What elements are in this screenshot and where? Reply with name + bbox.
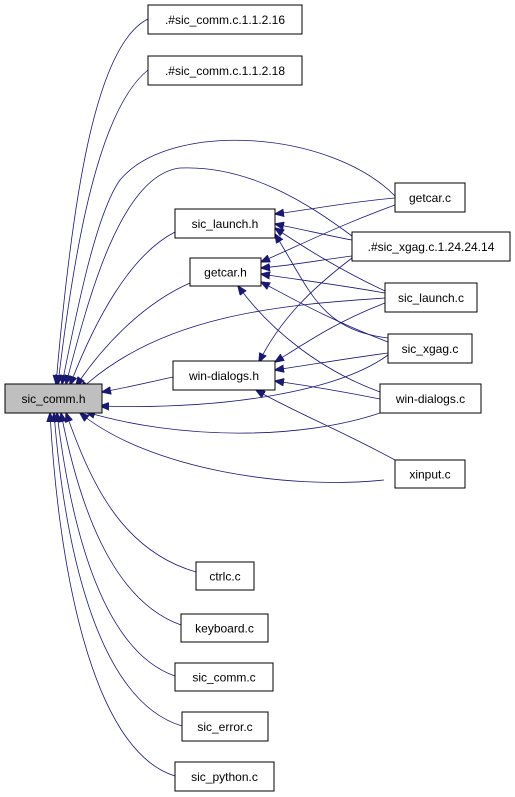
node-sic-comm-c-1-1-2-18[interactable]: .#sic_comm.c.1.1.2.18 bbox=[147, 55, 303, 86]
node-label: sic_python.c bbox=[191, 770, 258, 784]
node-label: .#sic_comm.c.1.1.2.16 bbox=[165, 13, 285, 27]
edge-sic-launch-c-to-sic-launch-h bbox=[275, 228, 386, 292]
node-sic-launch-h[interactable]: sic_launch.h bbox=[174, 208, 276, 239]
node-label: getcar.c bbox=[409, 191, 451, 205]
node-label: xinput.c bbox=[409, 468, 450, 482]
node-label: getcar.h bbox=[204, 266, 247, 280]
edge-getcar-c-to-sic-comm-h bbox=[62, 139, 396, 384]
edge-xinput-c-to-sic-comm-h bbox=[80, 413, 385, 483]
node-win-dialogs-c[interactable]: win-dialogs.c bbox=[379, 383, 482, 414]
edge-getcar-c-to-sic-launch-h bbox=[275, 197, 396, 214]
node-label: sic_error.c bbox=[197, 720, 252, 734]
node-sic-xgag-c[interactable]: sic_xgag.c bbox=[387, 333, 473, 364]
edge-win-dialogs-c-to-sic-comm-h bbox=[86, 412, 381, 434]
node-sic-comm-c-1-1-2-16[interactable]: .#sic_comm.c.1.1.2.16 bbox=[147, 4, 303, 35]
edge-sic-launch-c-to-sic-comm-h bbox=[80, 297, 386, 390]
edge-sic-launch-h-to-sic-comm-h bbox=[70, 231, 176, 385]
node-label: win-dialogs.c bbox=[395, 392, 465, 406]
edge-sic-xgag-c-24-to-sic-launch-h bbox=[275, 224, 353, 241]
edge-win-dialogs-c-to-win-dialogs-h bbox=[275, 381, 381, 400]
node-label: sic_launch.c bbox=[398, 291, 464, 305]
node-label: ctrlc.c bbox=[209, 570, 240, 584]
node-label: keyboard.c bbox=[195, 622, 254, 636]
file-nodes: sic_comm.h .#sic_comm.c.1.1.2.16 .#sic_c… bbox=[4, 4, 511, 792]
node-label: sic_launch.h bbox=[192, 217, 259, 231]
edge-sic-comm-c-to-sic-comm-h bbox=[57, 413, 176, 677]
edge-sic-xgag-c-24-to-getcar-h bbox=[261, 255, 353, 268]
node-label: sic_xgag.c bbox=[402, 342, 459, 356]
edge-sic-launch-c-to-win-dialogs-h bbox=[275, 302, 386, 362]
edge-sic-error-c-to-sic-comm-h bbox=[54, 413, 183, 727]
edge-sic-comm-c-18-to-sic-comm-h bbox=[58, 69, 149, 384]
node-getcar-h[interactable]: getcar.h bbox=[189, 257, 262, 287]
node-keyboard-c[interactable]: keyboard.c bbox=[180, 613, 269, 643]
edge-sic-launch-c-to-getcar-h bbox=[261, 274, 386, 294]
edge-sic-xgag-c-24-to-win-dialogs-h bbox=[259, 257, 353, 362]
edge-sic-xgag-c-24-to-sic-comm-h bbox=[66, 167, 353, 384]
node-label: sic_comm.c bbox=[192, 671, 255, 685]
edge-sic-xgag-c-to-getcar-h bbox=[261, 282, 389, 343]
edge-xinput-c-to-win-dialogs-h bbox=[256, 390, 396, 461]
edge-sic-python-c-to-sic-comm-h bbox=[50, 413, 176, 777]
edge-ctrlc-c-to-sic-comm-h bbox=[66, 413, 197, 573]
edge-sic-xgag-c-to-sic-comm-h bbox=[100, 354, 389, 407]
node-sic-launch-c[interactable]: sic_launch.c bbox=[384, 282, 478, 313]
node-sic-xgag-c-1-24-24-14[interactable]: .#sic_xgag.c.1.24.24.14 bbox=[351, 231, 511, 262]
dependency-edges bbox=[50, 18, 396, 777]
node-sic-comm-c[interactable]: sic_comm.c bbox=[174, 662, 274, 692]
node-label: .#sic_comm.c.1.1.2.18 bbox=[165, 64, 285, 78]
node-xinput-c[interactable]: xinput.c bbox=[394, 459, 466, 489]
edge-win-dialogs-h-to-sic-comm-h bbox=[102, 376, 174, 392]
edge-getcar-c-to-getcar-h bbox=[261, 204, 396, 262]
edge-getcar-h-to-sic-comm-h bbox=[76, 282, 191, 386]
node-label: sic_comm.h bbox=[21, 392, 85, 406]
node-label: win-dialogs.h bbox=[188, 369, 259, 383]
node-label: .#sic_xgag.c.1.24.24.14 bbox=[368, 240, 495, 254]
node-sic-error-c[interactable]: sic_error.c bbox=[181, 711, 269, 742]
edge-keyboard-c-to-sic-comm-h bbox=[61, 413, 182, 626]
node-getcar-c[interactable]: getcar.c bbox=[394, 182, 466, 213]
node-sic-comm-h[interactable]: sic_comm.h bbox=[4, 383, 103, 414]
node-sic-python-c[interactable]: sic_python.c bbox=[174, 761, 275, 792]
node-ctrlc-c[interactable]: ctrlc.c bbox=[195, 561, 255, 591]
edge-sic-comm-c-16-to-sic-comm-h bbox=[56, 18, 149, 384]
edge-sic-xgag-c-to-win-dialogs-h bbox=[275, 352, 389, 370]
node-win-dialogs-h[interactable]: win-dialogs.h bbox=[172, 360, 276, 391]
